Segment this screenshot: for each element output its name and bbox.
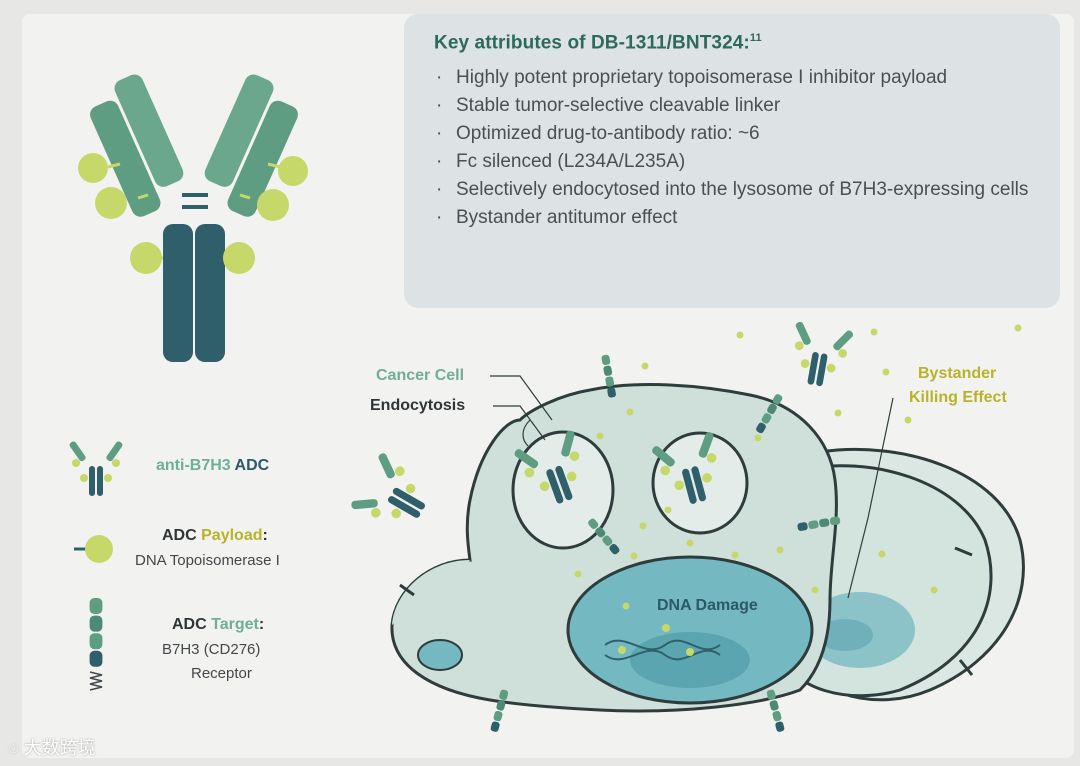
antibody-large-illustration xyxy=(78,74,308,362)
legend-target-label: ADC Target: xyxy=(172,616,264,634)
attribute-item: Optimized drug-to-antibody ratio: ~6 xyxy=(434,120,1040,148)
legend-target-suffix: Target xyxy=(211,616,259,633)
legend-target-prefix: ADC xyxy=(172,616,207,633)
key-attributes-title: Key attributes of DB-1311/BNT324:11 xyxy=(434,32,1040,54)
attribute-item: Highly potent proprietary topoisomerase … xyxy=(434,64,1040,92)
legend-adc-label: anti-B7H3 ADC xyxy=(156,457,269,475)
watermark-text: 大数跨境 xyxy=(23,738,96,758)
legend-payload-prefix: ADC xyxy=(162,527,197,544)
legend-adc-icon xyxy=(68,440,124,496)
legend-payload-description: DNA Topoisomerase I xyxy=(135,552,280,569)
key-attributes-title-text: Key attributes of DB-1311/BNT324: xyxy=(434,32,750,54)
attribute-item: Stable tumor-selective cleavable linker xyxy=(434,92,1040,120)
watermark: ◌ 大数跨境 xyxy=(8,734,96,760)
legend-adc-suffix: ADC xyxy=(234,457,270,474)
legend-target-description-line1: B7H3 (CD276) xyxy=(162,641,261,658)
title-reference: 11 xyxy=(749,32,762,44)
key-attributes-panel: Key attributes of DB-1311/BNT324:11 High… xyxy=(404,14,1060,308)
cancer-cell-label: Cancer Cell xyxy=(376,367,465,384)
legend-receptor-icon xyxy=(89,598,103,691)
membrane-receptors xyxy=(399,354,974,733)
bystander-label-line1: Bystander xyxy=(918,365,997,382)
attribute-item: Bystander antitumor effect xyxy=(434,204,1040,232)
legend-target-description-line2: Receptor xyxy=(191,665,252,682)
payload-dots xyxy=(574,324,1022,610)
legend-adc-prefix: anti-B7H3 xyxy=(156,457,231,474)
key-attributes-list: Highly potent proprietary topoisomerase … xyxy=(434,64,1040,232)
legend-payload-colon: : xyxy=(262,527,268,544)
attribute-item: Selectively endocytosed into the lysosom… xyxy=(434,176,1040,204)
legend-target-colon: : xyxy=(258,616,265,633)
dna-damage-label: DNA Damage xyxy=(657,597,758,614)
bystander-label-line2: Killing Effect xyxy=(909,389,1007,406)
attribute-item: Fc silenced (L234A/L235A) xyxy=(434,148,1040,176)
legend-payload-icon xyxy=(74,535,113,563)
legend-payload-label: ADC Payload: xyxy=(162,527,268,545)
legend-payload-suffix: Payload xyxy=(201,527,263,544)
bystander-cells xyxy=(778,448,1025,702)
label-leader-lines xyxy=(490,375,894,599)
watermark-logo-icon: ◌ xyxy=(8,738,19,758)
endocytosis-label: Endocytosis xyxy=(370,397,466,414)
